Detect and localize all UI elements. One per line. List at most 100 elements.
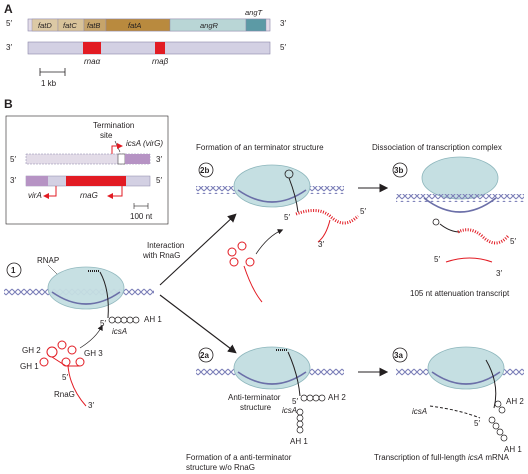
step2a-ah1-hairpin xyxy=(296,408,304,434)
step2b-3prime: 3′ xyxy=(318,240,324,249)
rna-alpha-label: rnaα xyxy=(84,57,101,66)
gene-fatC: fatC xyxy=(63,21,77,30)
rnap-pointer xyxy=(47,264,59,276)
rnag-3prime: 3′ xyxy=(88,401,94,410)
inset-termination-l2: site xyxy=(100,131,113,140)
step3b-rna xyxy=(439,223,461,233)
interaction-l2: with RnaG xyxy=(142,251,180,260)
gene-angT-box xyxy=(245,18,267,32)
step1-rna xyxy=(99,271,109,319)
step3a-ah1-hairpin xyxy=(488,416,508,442)
ah1-label: AH 1 xyxy=(144,315,162,324)
bottom-strand-bar xyxy=(27,41,271,55)
strand-bot-5: 5′ xyxy=(280,43,286,52)
inset-box xyxy=(5,115,169,225)
inset-termination-mark xyxy=(117,153,126,165)
step3a-circle xyxy=(392,347,408,363)
step3a-rnap xyxy=(427,346,505,390)
inset-icsA: icsA (virG) xyxy=(126,139,163,148)
step2a-ah2-label: AH 2 xyxy=(328,393,346,402)
step2b-rnag xyxy=(227,241,263,303)
step3a-ah2-hairpin xyxy=(494,400,506,414)
inset-virA: virA xyxy=(28,191,42,200)
step3b-label: 3b xyxy=(394,166,403,175)
gh2-label: GH 2 xyxy=(22,346,41,355)
step3a-ah1-label: AH 1 xyxy=(504,445,522,454)
step2a-bubble xyxy=(237,371,307,385)
step1-label: 1 xyxy=(11,266,16,275)
inset-icsA-box xyxy=(125,154,150,164)
step2b-5prime-a: 5′ xyxy=(284,213,290,222)
step3a-ah2-label: AH 2 xyxy=(506,397,524,406)
step2b-label: 2b xyxy=(200,166,209,175)
step3b-duplex xyxy=(457,228,510,245)
strand-bot-3: 3′ xyxy=(6,43,12,52)
inset-5-bot: 5′ xyxy=(156,176,162,185)
step2a-label: 2a xyxy=(200,351,209,360)
gene-fatD: fatD xyxy=(38,21,52,30)
scale-bar-a xyxy=(39,68,66,76)
gene-angT: angT xyxy=(245,8,264,17)
step2b-duplex xyxy=(295,209,360,225)
interaction-l1: Interaction xyxy=(147,241,184,250)
step2a-5prime: 5′ xyxy=(292,397,298,406)
step2b-tail xyxy=(317,219,331,243)
inset-rnaG: rnaG xyxy=(80,191,98,200)
form-anti-l1: Formation of a anti-terminator xyxy=(186,453,292,462)
strand-top-3: 3′ xyxy=(280,19,286,28)
inset-rnaG-promoter xyxy=(107,186,123,199)
antiterm-l1: Anti-terminator xyxy=(228,393,281,402)
arrow-to-2b xyxy=(159,213,237,286)
inset-rnaG-box xyxy=(66,176,126,186)
antiterm-l2: structure xyxy=(240,403,272,412)
step3a-icsa: icsA xyxy=(412,407,427,416)
scale-a-label: 1 kb xyxy=(41,79,57,88)
step3b-hairpin xyxy=(432,218,440,226)
dissociation-caption: Dissociation of transcription complex xyxy=(372,143,502,152)
step2a-circle xyxy=(198,347,214,363)
terminator-caption: Formation of an terminator structure xyxy=(196,143,324,152)
step3a-5prime: 5′ xyxy=(474,419,480,428)
rnag-molecule xyxy=(39,324,103,407)
step1-5prime: 5′ xyxy=(100,319,106,328)
attenuation-caption: 105 nt attenuation transcript xyxy=(410,289,510,298)
arrow-to-2a xyxy=(159,294,237,354)
inset-termination-l1: Termination xyxy=(93,121,134,130)
step2b-bubble xyxy=(237,189,307,203)
rna-beta-label: rnaβ xyxy=(152,57,169,66)
step1-ah1-hairpin xyxy=(108,316,140,324)
step3a-transcript xyxy=(429,405,481,419)
inset-scale-label: 100 nt xyxy=(130,212,153,221)
step3b-bubble xyxy=(423,197,497,213)
step2a-ah2-hairpin xyxy=(300,394,326,402)
gh3-label: GH 3 xyxy=(84,349,103,358)
gene-angR: angR xyxy=(200,21,219,30)
step3a-label: 3a xyxy=(394,351,403,360)
gh1-label: GH 1 xyxy=(20,362,39,371)
step3b-5prime-a: 5′ xyxy=(434,255,440,264)
step2a-ah1-label: AH 1 xyxy=(290,437,308,446)
panel-b-label: B xyxy=(4,97,13,111)
step3b-rnap xyxy=(421,156,499,200)
inset-virA-promoter xyxy=(43,186,57,199)
step1-circle xyxy=(6,262,22,278)
rna-beta-box xyxy=(155,42,165,54)
step1-rnap xyxy=(47,266,125,310)
step3b-dna xyxy=(396,194,524,202)
gene-fatA: fatA xyxy=(128,21,141,30)
step2a-rnap xyxy=(233,346,311,390)
step3b-5prime-b: 5′ xyxy=(510,237,516,246)
inset-3-top: 3′ xyxy=(156,155,162,164)
gene-fatB: fatB xyxy=(87,21,100,30)
step2a-rna xyxy=(287,351,301,397)
rna-alpha-box xyxy=(83,42,101,54)
step3b-3prime: 3′ xyxy=(496,269,502,278)
step2b-circle xyxy=(198,162,214,178)
full-length-caption: Transcription of full-length icsA mRNA xyxy=(374,453,510,462)
inset-5-top: 5′ xyxy=(10,155,16,164)
strand-top-5: 5′ xyxy=(6,19,12,28)
rnag-5prime: 5′ xyxy=(62,373,68,382)
step3b-rnag xyxy=(445,257,493,263)
